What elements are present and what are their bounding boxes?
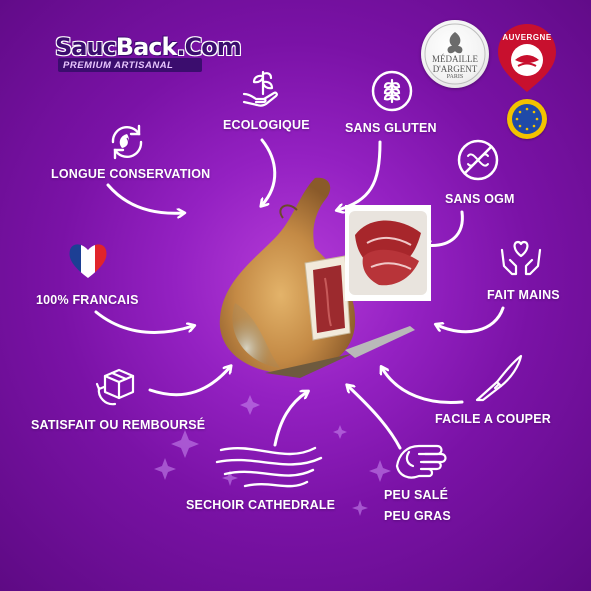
brand-name-part2: Back (115, 33, 178, 61)
eu-igp-label-icon (507, 99, 547, 139)
auvergne-label: AUVERGNE (502, 33, 552, 42)
medal-line1: MÉDAILLE (432, 54, 478, 64)
medal-line2: D'ARGENT (432, 64, 478, 74)
no-gmo-dna-icon (457, 139, 499, 181)
label-100-francais: 100% FRANCAIS (36, 293, 139, 307)
arrow-ecologique (262, 138, 277, 205)
arrow-francais (94, 310, 193, 334)
brand-name-part1: Sauc (55, 33, 117, 61)
auvergne-badge-icon (498, 24, 556, 92)
plant-in-hand-icon (242, 70, 278, 107)
heart-in-hands-icon (500, 240, 542, 276)
arrow-facile-couper (382, 368, 464, 405)
label-longue-conservation: LONGUE CONSERVATION (51, 167, 211, 181)
igp-inner-circle (512, 104, 542, 134)
wind-drying-icon (215, 446, 323, 488)
logo-tagline-bar (58, 58, 202, 72)
box-return-icon (95, 368, 135, 406)
brand-logo: SaucBack.Com (55, 33, 242, 61)
label-ecologique: ECOLOGIQUE (223, 118, 310, 132)
label-sans-ogm: SANS OGM (445, 192, 515, 206)
arrow-fait-mains (437, 306, 505, 334)
label-facile-a-couper: FACILE A COUPER (435, 412, 551, 426)
label-peu-gras: PEU GRAS (384, 509, 451, 523)
arrow-longue-conservation (106, 183, 183, 213)
label-satisfait-ou-rembourse: SATISFAIT OU REMBOURSÉ (31, 418, 206, 432)
eu-stars-icon (515, 107, 539, 131)
brand-tagline: PREMIUM ARTISANAL (63, 60, 174, 71)
arrow-peu-sale (348, 386, 402, 450)
eco-recycle-leaf-icon (111, 124, 143, 160)
medal-line3: PARIS (446, 74, 464, 80)
arrow-sechoir (273, 392, 307, 447)
label-sans-gluten: SANS GLUTEN (345, 121, 437, 135)
silver-medal-badge: MÉDAILLE D'ARGENT PARIS (421, 20, 489, 88)
brand-name-part3: .Com (176, 33, 241, 61)
ham-product-image (219, 177, 415, 378)
sliced-ham-photo (345, 205, 431, 301)
oak-leaf-icon (424, 23, 486, 85)
pinch-salt-hand-icon (395, 444, 447, 479)
no-gluten-icon (371, 70, 413, 112)
arrow-sans-ogm (425, 210, 464, 245)
label-peu-sale: PEU SALÉ (384, 488, 449, 502)
label-sechoir-cathedrale: SECHOIR CATHEDRALE (186, 498, 336, 512)
knife-icon (475, 354, 523, 402)
france-flag-heart-icon (69, 244, 107, 279)
arrow-satisfait (148, 367, 230, 397)
label-fait-mains: FAIT MAINS (487, 288, 560, 302)
